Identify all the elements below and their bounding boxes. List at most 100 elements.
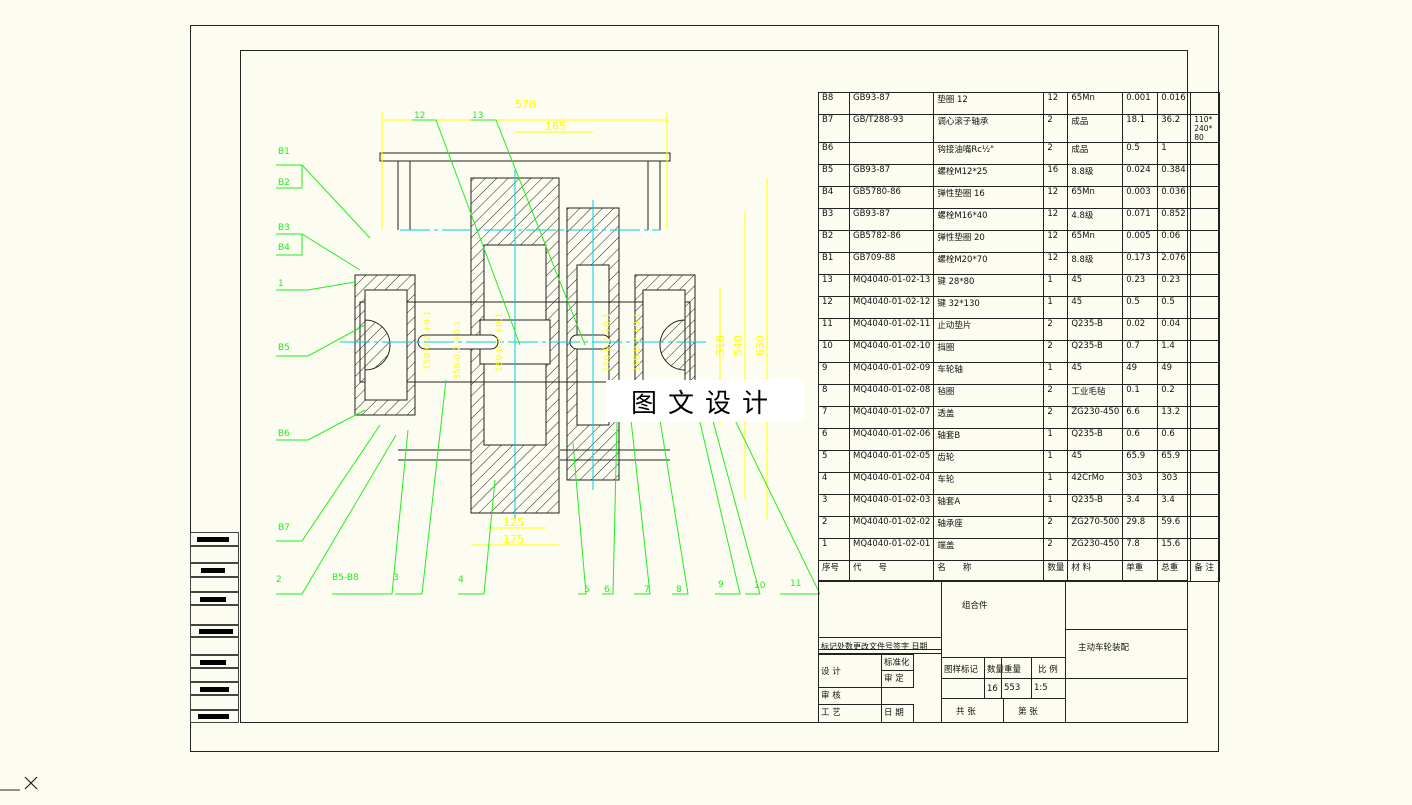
part-unit-weight: 0.23: [1122, 274, 1159, 297]
part-code: MQ4040-01-02-08: [848, 384, 935, 407]
dim-overall-width: 578: [515, 98, 536, 111]
part-remark: [1190, 384, 1221, 407]
part-qty: 1: [1043, 472, 1069, 495]
dim-diameter: 150-0.2 +0.1: [423, 311, 433, 370]
leader-label: 4: [458, 575, 464, 585]
part-remark: [1190, 538, 1221, 561]
strip-block: [190, 637, 239, 655]
part-no: 1: [818, 538, 850, 561]
part-qty: 1: [1043, 428, 1069, 451]
part-code: MQ4040-01-02-07: [848, 406, 935, 429]
part-code: MQ4040-01-02-04: [848, 472, 935, 495]
part-total-weight: 0.016: [1157, 92, 1192, 115]
part-material: Q235-B: [1067, 428, 1124, 451]
leader-label: 11: [790, 579, 801, 589]
part-unit-weight: 0.001: [1122, 92, 1159, 115]
part-name: 弹性垫圈 20: [933, 230, 1045, 253]
label-stage-mark: 图样标记: [941, 657, 985, 679]
part-unit-weight: 49: [1122, 362, 1159, 385]
part-material: 8.8级: [1067, 252, 1124, 275]
part-unit-weight: 0.5: [1122, 142, 1159, 165]
part-no: 3: [818, 494, 850, 517]
part-outlines: [354, 152, 696, 514]
part-name: 轴套A: [933, 494, 1045, 517]
header-no: 序号: [818, 560, 850, 582]
part-total-weight: 59.6: [1157, 516, 1192, 539]
leader-label: 3: [393, 573, 399, 583]
part-material: ZG230-450: [1067, 538, 1124, 561]
part-total-weight: 0.04: [1157, 318, 1192, 341]
leader-label: B4: [278, 243, 290, 253]
part-no: B4: [818, 186, 850, 209]
part-unit-weight: 3.4: [1122, 494, 1159, 517]
viewport-label[interactable]: [二维线框]: [2, 2, 61, 15]
leader-label: 6: [604, 585, 610, 595]
part-qty: 1: [1043, 494, 1069, 517]
part-code: MQ4040-01-02-10: [848, 340, 935, 363]
part-no: 9: [818, 362, 850, 385]
dim-diameter: 356-0.2 +0.1: [453, 321, 463, 380]
label-approve: 审 定: [881, 670, 914, 688]
part-total-weight: 65.9: [1157, 450, 1192, 473]
dim-wheel-outer: 175: [503, 533, 524, 546]
part-name: 车轮: [933, 472, 1045, 495]
part-code: GB93-87: [848, 208, 935, 231]
part-no: B2: [818, 230, 850, 253]
dim-diameter: 160-0.2 +0.1: [495, 313, 505, 372]
label-process: 工 艺: [818, 704, 882, 723]
value-weight: 553: [1001, 678, 1032, 699]
part-total-weight: 0.384: [1157, 164, 1192, 187]
part-unit-weight: 18.1: [1122, 114, 1159, 143]
part-qty: 16: [1043, 164, 1069, 187]
part-qty: 2: [1043, 142, 1069, 165]
part-remark: [1190, 516, 1221, 539]
part-remark: [1190, 340, 1221, 363]
part-remark: [1190, 428, 1221, 451]
leader-lines: [276, 119, 820, 595]
part-qty: 2: [1043, 538, 1069, 561]
drawing-title: 主动车轮装配: [1065, 629, 1188, 679]
part-material: 65Mn: [1067, 92, 1124, 115]
part-no: B1: [818, 252, 850, 275]
part-total-weight: 49: [1157, 362, 1192, 385]
part-remark: [1190, 318, 1221, 341]
part-name: 轴套B: [933, 428, 1045, 451]
part-unit-weight: 0.1: [1122, 384, 1159, 407]
part-qty: 2: [1043, 114, 1069, 143]
part-no: 8: [818, 384, 850, 407]
header-name: 名 称: [933, 560, 1045, 582]
part-unit-weight: 0.02: [1122, 318, 1159, 341]
part-name: 键 32*130: [933, 296, 1045, 319]
part-unit-weight: 0.7: [1122, 340, 1159, 363]
part-total-weight: 303: [1157, 472, 1192, 495]
leader-label: B7: [278, 523, 290, 533]
strip-block: [190, 532, 239, 546]
strip-block: [190, 563, 239, 577]
part-material: Q235-B: [1067, 340, 1124, 363]
strip-block: [190, 695, 239, 710]
part-code: MQ4040-01-02-02: [848, 516, 935, 539]
part-unit-weight: 7.8: [1122, 538, 1159, 561]
revision-header: 标记处数更改文件号签字 日期: [818, 637, 942, 654]
part-material: 4.8级: [1067, 208, 1124, 231]
sheet-number: 第 张: [1003, 698, 1066, 723]
strip-block: [190, 625, 239, 637]
part-code: GB5782-86: [848, 230, 935, 253]
label-date: 日 期: [881, 704, 914, 723]
value-scale: 1:5: [1031, 678, 1066, 699]
leader-label: 1: [278, 279, 284, 289]
part-code: MQ4040-01-02-06: [848, 428, 935, 451]
leader-label: 10: [754, 581, 766, 591]
header-qty: 数量: [1043, 560, 1069, 582]
strip-block: [190, 710, 239, 723]
assembly-drawing[interactable]: 578 165 125 175 318 540 630 150-0.2 +0.1…: [240, 50, 820, 610]
part-code: MQ4040-01-02-03: [848, 494, 935, 517]
part-qty: 12: [1043, 186, 1069, 209]
part-no: 7: [818, 406, 850, 429]
